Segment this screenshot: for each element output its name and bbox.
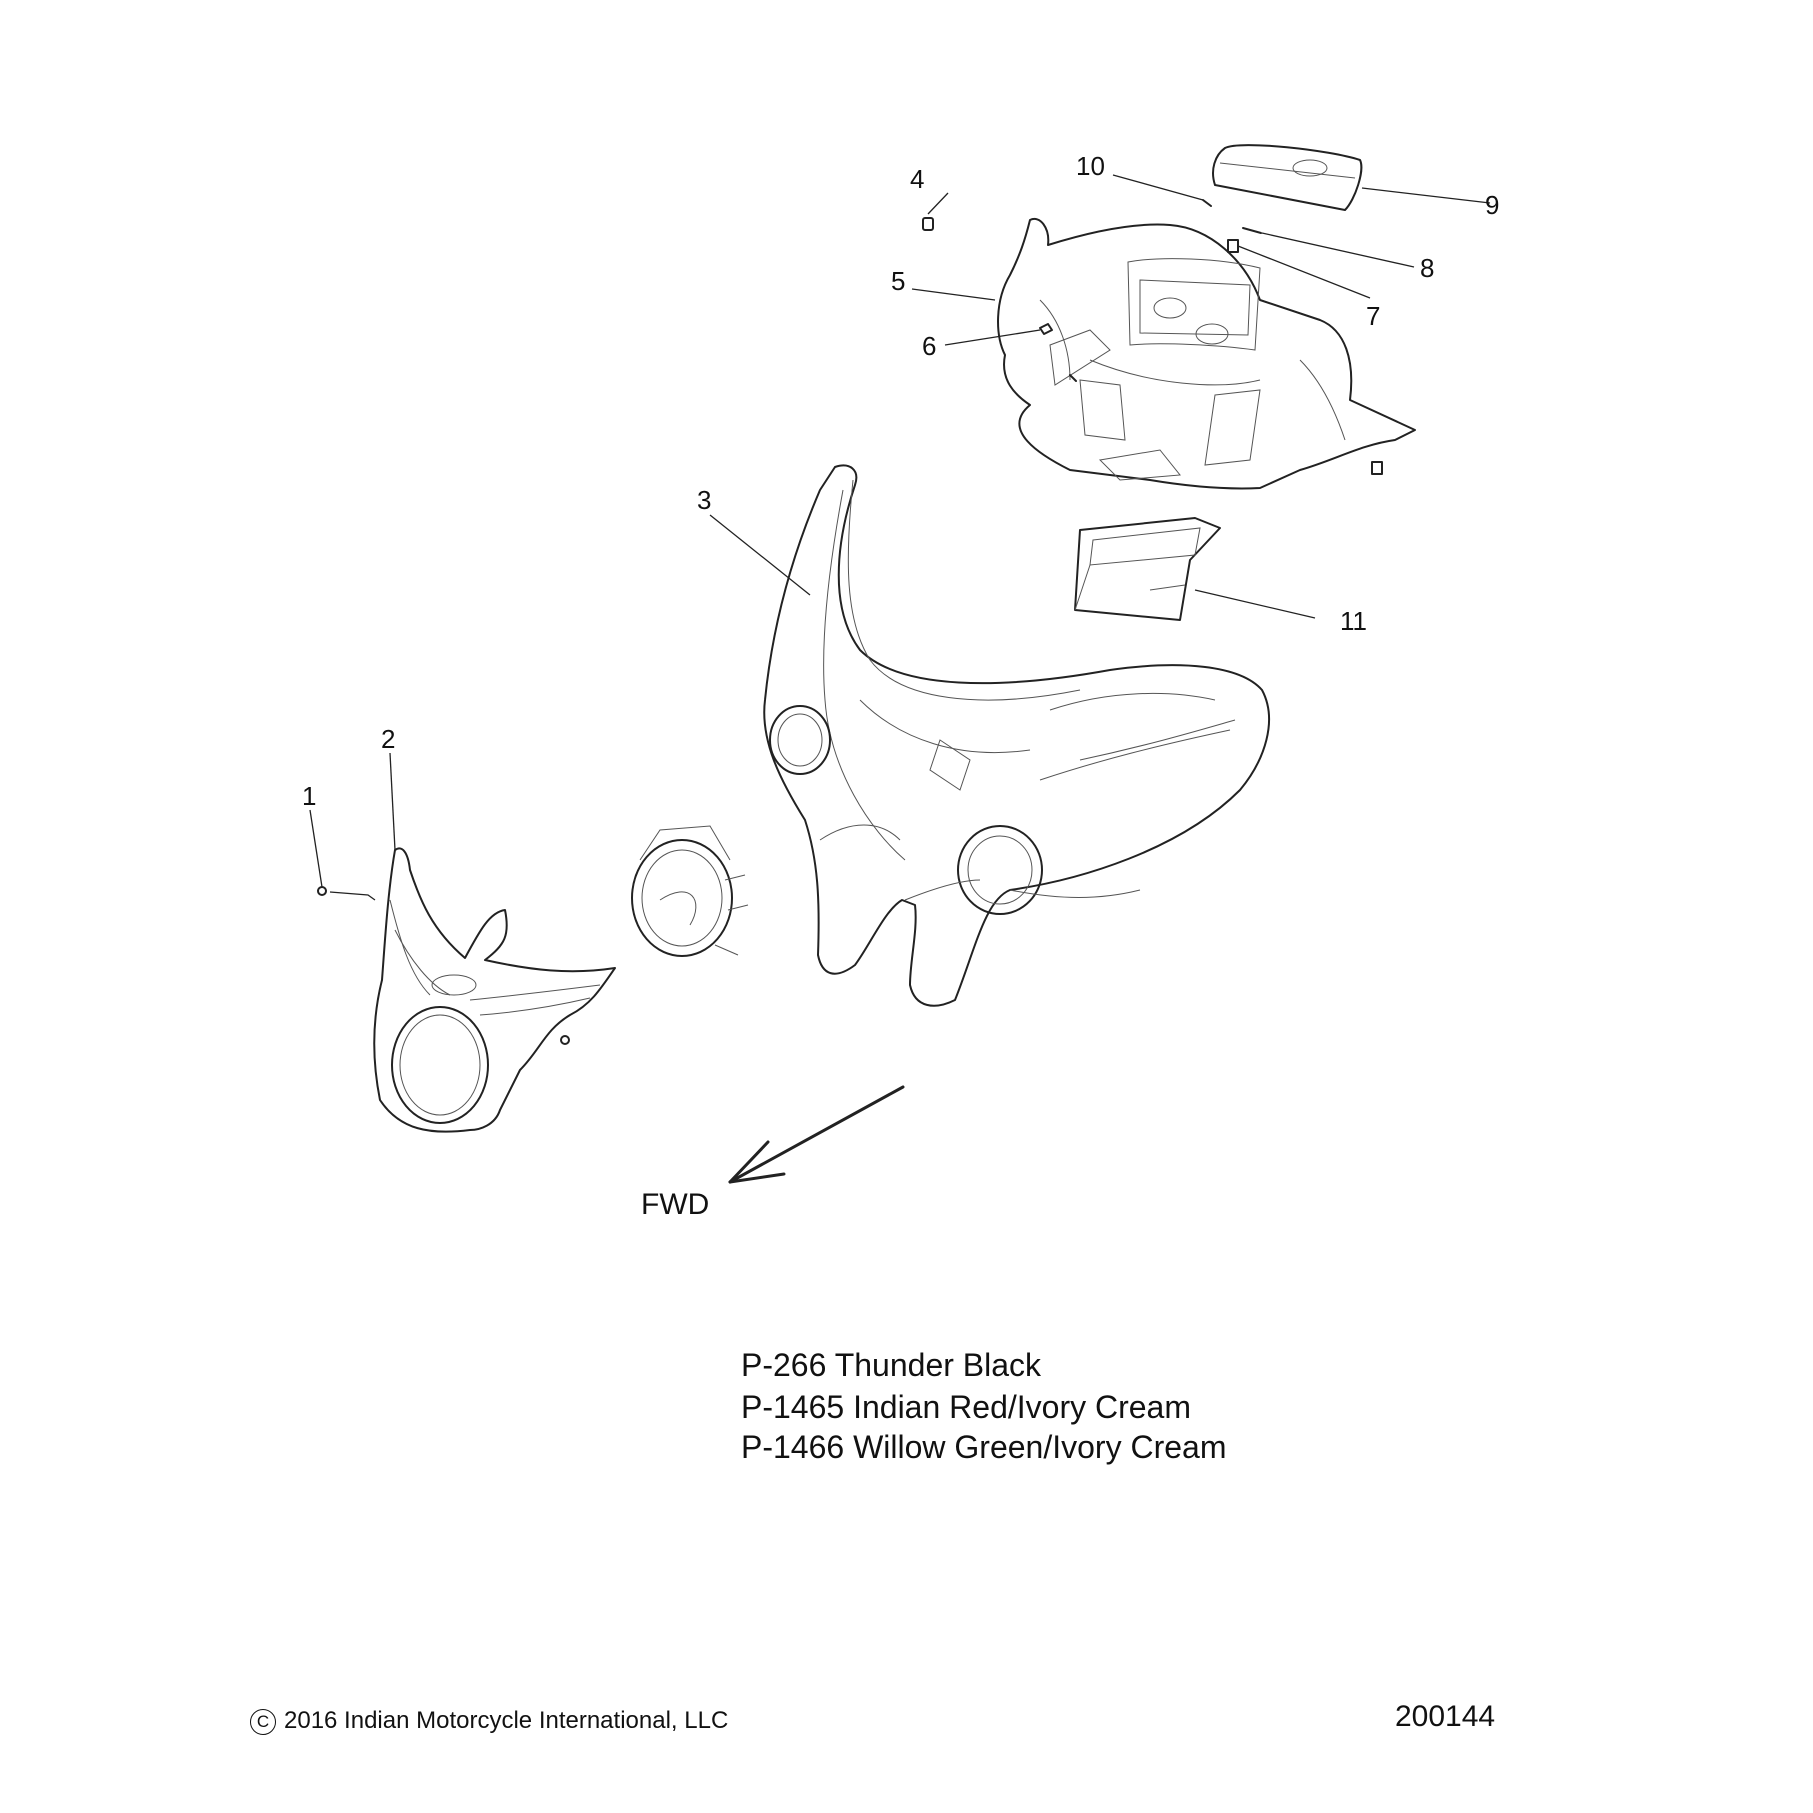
part-outer-fairing	[763, 464, 1270, 1007]
callout-10: 10	[1076, 151, 1105, 181]
callout-6: 6	[922, 331, 936, 361]
callout-11: 11	[1340, 606, 1367, 636]
forward-label: FWD	[641, 1188, 709, 1221]
callout-8: 8	[1420, 253, 1434, 283]
part-headlight-bracket	[631, 825, 749, 957]
callout-2: 2	[381, 724, 395, 754]
callout-3: 3	[697, 485, 711, 515]
copyright-text: 2016 Indian Motorcycle International, LL…	[284, 1707, 729, 1734]
copyright-symbol: C	[250, 1708, 276, 1735]
part-screw	[317, 886, 327, 896]
callout-7: 7	[1366, 301, 1380, 331]
paint-code-2: P-1465 Indian Red/Ivory Cream	[741, 1389, 1191, 1425]
callout-labels: 1 2 3 4 5 6 7 8 9 10 11	[302, 151, 1499, 811]
part-lid	[1212, 144, 1363, 211]
callout-9: 9	[1485, 190, 1499, 220]
callout-5: 5	[891, 266, 905, 296]
diagram-number: 200144	[1395, 1700, 1496, 1733]
callout-4: 4	[910, 164, 924, 194]
paint-code-3: P-1466 Willow Green/Ivory Cream	[741, 1429, 1227, 1465]
part-headlight-nacelle	[373, 847, 616, 1133]
forward-direction-arrow: FWD	[641, 1085, 905, 1221]
callout-1: 1	[302, 781, 316, 811]
leader-lines	[309, 174, 1491, 901]
paint-code-1: P-266 Thunder Black	[741, 1347, 1042, 1383]
part-inner-fairing	[997, 217, 1416, 490]
part-glove-box	[1074, 517, 1221, 621]
copyright-notice: C 2016 Indian Motorcycle International, L…	[250, 1707, 728, 1735]
